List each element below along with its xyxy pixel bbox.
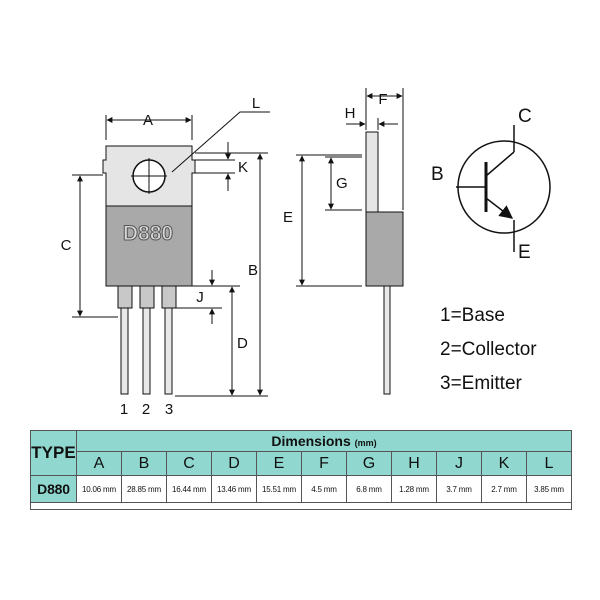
front-view: D880 xyxy=(102,145,196,395)
dim-label-g: G xyxy=(336,175,348,192)
col-header-k: K xyxy=(481,451,527,476)
dimensions-unit: (mm) xyxy=(354,438,377,448)
col-header-f: F xyxy=(301,451,347,476)
pin-2 xyxy=(142,307,151,395)
col-header-b: B xyxy=(121,451,167,476)
col-header-e: E xyxy=(256,451,302,476)
pin-number-2: 2 xyxy=(142,401,150,418)
legend-base: 1=Base xyxy=(440,305,505,326)
col-header-l: L xyxy=(526,451,572,476)
col-header-g: G xyxy=(346,451,392,476)
legend-collector: 2=Collector xyxy=(440,339,537,360)
dim-label-d: D xyxy=(237,335,248,352)
value-c: 16.44 mm xyxy=(166,475,212,503)
table-spacer-cell xyxy=(30,502,572,510)
dimensions-table: TYPE Dimensions (mm) A B C D E F G H J K… xyxy=(30,430,572,510)
table-row: D880 10.06 mm 28.85 mm 16.44 mm 13.46 mm… xyxy=(30,475,572,503)
dim-label-l: L xyxy=(252,95,260,112)
value-g: 6.8 mm xyxy=(346,475,392,503)
symbol-label-emitter: E xyxy=(518,242,531,263)
npn-symbol xyxy=(456,125,551,252)
dim-label-a: A xyxy=(143,112,153,129)
table-spacer xyxy=(30,502,572,510)
dim-label-j: J xyxy=(196,289,204,306)
value-b: 28.85 mm xyxy=(121,475,167,503)
value-j: 3.7 mm xyxy=(436,475,482,503)
row-type: D880 xyxy=(30,475,77,503)
side-view xyxy=(365,131,404,395)
front-body xyxy=(105,205,193,287)
side-tab xyxy=(365,131,379,213)
pin-1 xyxy=(120,307,129,395)
value-e: 15.51 mm xyxy=(256,475,302,503)
symbol-label-collector: C xyxy=(518,106,532,127)
dim-label-b: B xyxy=(248,262,258,279)
value-k: 2.7 mm xyxy=(481,475,527,503)
side-body xyxy=(365,211,404,287)
dim-label-k: K xyxy=(238,159,248,176)
value-f: 4.5 mm xyxy=(301,475,347,503)
part-marking: D880 xyxy=(123,222,173,245)
legend-emitter: 3=Emitter xyxy=(440,373,523,394)
col-header-h: H xyxy=(391,451,437,476)
type-header: TYPE xyxy=(30,430,77,476)
pin-number-1: 1 xyxy=(120,401,128,418)
col-header-d: D xyxy=(211,451,257,476)
col-header-j: J xyxy=(436,451,482,476)
value-h: 1.28 mm xyxy=(391,475,437,503)
dimensions-title-text: Dimensions xyxy=(271,433,351,449)
col-header-c: C xyxy=(166,451,212,476)
dim-label-e: E xyxy=(283,209,293,226)
side-pin xyxy=(383,285,391,395)
side-dimensions xyxy=(296,88,404,287)
col-header-a: A xyxy=(76,451,122,476)
package-drawing: D880 A L xyxy=(61,88,551,418)
front-dimensions xyxy=(72,111,270,397)
dim-label-h: H xyxy=(345,105,356,122)
dim-label-f: F xyxy=(378,91,387,108)
value-a: 10.06 mm xyxy=(76,475,122,503)
dim-label-c: C xyxy=(61,237,72,254)
pin-number-3: 3 xyxy=(165,401,173,418)
dimensions-title: Dimensions (mm) xyxy=(76,430,572,452)
value-l: 3.85 mm xyxy=(526,475,572,503)
symbol-label-base: B xyxy=(431,164,444,185)
value-d: 13.46 mm xyxy=(211,475,257,503)
pin-3 xyxy=(164,307,173,395)
